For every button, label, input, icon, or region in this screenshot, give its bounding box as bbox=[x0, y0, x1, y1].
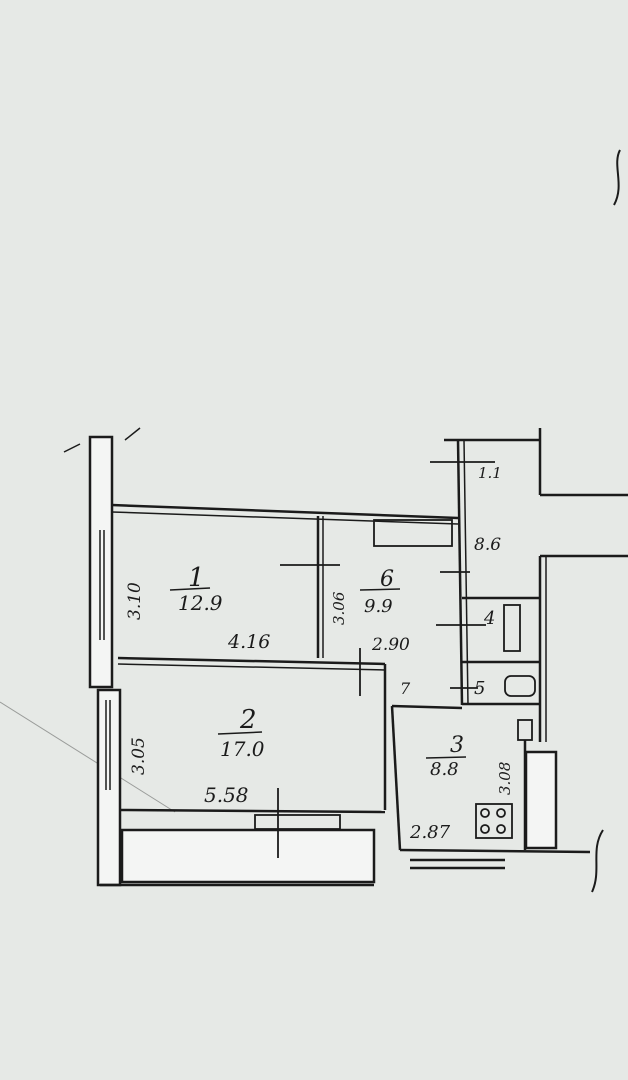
hall-area: 8.6 bbox=[474, 535, 501, 555]
room6-area: 9.9 bbox=[364, 596, 393, 617]
top-hall-value: 1.1 bbox=[478, 464, 502, 482]
sink bbox=[517, 719, 533, 741]
room2-depth: 3.05 bbox=[129, 737, 149, 775]
break-mark-bottom-right bbox=[591, 829, 604, 893]
room6-number: 6 bbox=[380, 567, 394, 592]
stove bbox=[475, 803, 513, 839]
labels: 1 12.9 4.16 3.10 2 17.0 5.58 3.05 6 9.9 … bbox=[125, 464, 514, 843]
left-wall-upper bbox=[88, 435, 114, 689]
room6-width: 2.90 bbox=[371, 635, 410, 655]
wardrobe bbox=[373, 519, 453, 547]
room3-number: 3 bbox=[450, 733, 464, 758]
room1-width: 4.16 bbox=[227, 631, 270, 653]
room2-number: 2 bbox=[239, 705, 257, 735]
room1-number: 1 bbox=[188, 563, 205, 593]
room5-number: 5 bbox=[474, 678, 485, 699]
fixtures bbox=[254, 461, 536, 858]
room4-number: 4 bbox=[483, 608, 495, 629]
room7-number: 7 bbox=[400, 679, 411, 698]
room2-area: 17.0 bbox=[220, 737, 265, 761]
walls bbox=[88, 428, 628, 887]
balcony-door bbox=[254, 814, 341, 830]
room3-area: 8.8 bbox=[430, 759, 459, 780]
room3-width: 2.87 bbox=[409, 822, 451, 843]
balcony bbox=[120, 828, 376, 884]
room2-width: 5.58 bbox=[204, 783, 249, 807]
toilet bbox=[504, 675, 536, 697]
pencil-mark bbox=[0, 701, 176, 813]
room1-area: 12.9 bbox=[178, 591, 223, 615]
room1-depth: 3.10 bbox=[125, 582, 145, 620]
room6-depth: 3.06 bbox=[330, 591, 348, 625]
kitchen-counter bbox=[524, 750, 558, 850]
room3-depth: 3.08 bbox=[496, 762, 514, 795]
arrow-right bbox=[124, 427, 141, 441]
bathtub bbox=[503, 604, 521, 652]
left-wall-lower bbox=[96, 688, 122, 887]
break-mark-top-right bbox=[613, 149, 621, 206]
arrow-left bbox=[63, 443, 81, 453]
